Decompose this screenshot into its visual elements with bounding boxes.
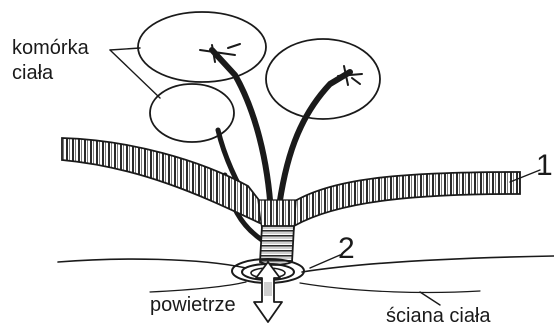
trachea-left bbox=[62, 138, 262, 224]
label-body-cell-line1: komórka bbox=[12, 37, 90, 59]
body-cell-large bbox=[138, 12, 266, 82]
label-body-cell-line2: ciała bbox=[12, 62, 54, 84]
leader-cell-to-large bbox=[110, 48, 140, 50]
leader-cell-to-small bbox=[110, 50, 160, 98]
air-flow-arrow bbox=[254, 262, 282, 322]
label-air: powietrze bbox=[150, 294, 236, 316]
label-body-wall: ściana ciała bbox=[386, 305, 491, 326]
body-cell-small bbox=[150, 84, 234, 142]
trachea-right bbox=[290, 172, 520, 226]
leader-wall bbox=[420, 292, 440, 305]
leader-2 bbox=[310, 255, 340, 268]
body-cell-right bbox=[266, 39, 380, 119]
body-wall-line bbox=[58, 256, 554, 272]
body-wall-line-lower bbox=[150, 282, 480, 292]
label-number-1: 1 bbox=[536, 149, 553, 182]
label-number-2: 2 bbox=[338, 232, 355, 265]
